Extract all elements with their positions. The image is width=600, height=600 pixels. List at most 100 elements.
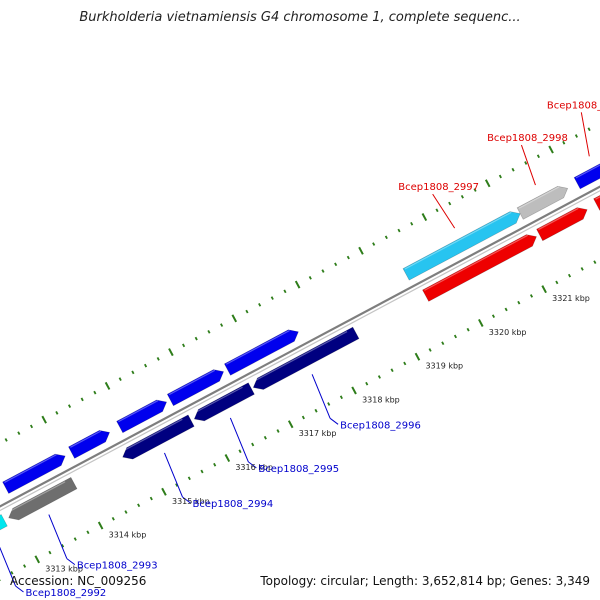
- tick-minor: [504, 307, 508, 312]
- gene-feature: [593, 195, 600, 211]
- tick-minor: [593, 260, 597, 264]
- tick-minor: [175, 483, 179, 487]
- tick-major: [478, 318, 484, 327]
- tick-major: [421, 213, 428, 222]
- gene-highlight: [70, 430, 102, 448]
- tick-minor: [276, 429, 280, 433]
- tick-label: 3313 kbp: [45, 564, 83, 573]
- label-leader: [520, 144, 536, 186]
- label-leader: [0, 546, 16, 587]
- gene-feature: [516, 185, 569, 220]
- tick-minor: [220, 323, 224, 327]
- tick-label: 3320 kbp: [489, 328, 527, 337]
- tick-minor: [23, 564, 27, 568]
- tick-minor: [460, 194, 464, 199]
- label-leader: [229, 417, 249, 463]
- tick-minor: [435, 208, 439, 213]
- tick-minor: [48, 550, 52, 555]
- label-leader: [432, 193, 456, 229]
- tick-minor: [511, 167, 515, 172]
- gene-feature: [536, 207, 588, 242]
- tick-major: [294, 280, 301, 289]
- tick-minor: [529, 294, 534, 298]
- label-leader: [15, 585, 24, 593]
- gene-feature: [8, 476, 78, 521]
- tick-minor: [555, 280, 559, 285]
- gene-feature: [223, 329, 299, 376]
- gene-highlight: [168, 369, 216, 396]
- tick-major: [358, 246, 364, 255]
- tick-minor: [131, 370, 135, 375]
- gene-feature: [166, 369, 225, 407]
- gene-feature: [193, 382, 255, 422]
- accession-label: Accession: NC_009256: [10, 574, 147, 588]
- gene-label: Bcep1808_2992: [26, 588, 107, 599]
- tick-major: [231, 314, 238, 323]
- gene-feature: [116, 399, 168, 434]
- tick-minor: [580, 267, 584, 271]
- gene-feature: [402, 211, 521, 281]
- label-leader: [48, 514, 68, 559]
- tick-minor: [448, 201, 452, 206]
- tick-minor: [473, 188, 477, 192]
- gene-feature: [122, 414, 195, 460]
- gene-label-leaders: [0, 112, 590, 593]
- tick-minor: [67, 404, 72, 408]
- tick-minor: [86, 530, 90, 535]
- gene-feature: [573, 163, 600, 190]
- tick-minor: [156, 357, 160, 361]
- tick-minor: [194, 336, 198, 341]
- gene-highlight: [4, 454, 57, 483]
- backbone-line: [0, 185, 600, 508]
- tick-minor: [498, 174, 502, 179]
- tick-minor: [251, 442, 255, 447]
- tick-label: 3319 kbp: [425, 362, 463, 371]
- tick-minor: [283, 289, 287, 294]
- tick-minor: [491, 314, 496, 319]
- tick-minor: [29, 424, 34, 429]
- tick-major: [168, 348, 174, 357]
- tick-label: 3314 kbp: [109, 531, 147, 540]
- tick-major: [414, 352, 421, 361]
- tick-minor: [61, 543, 65, 548]
- tick-minor: [536, 154, 540, 159]
- tick-minor: [238, 449, 242, 454]
- tick-minor: [562, 140, 566, 145]
- tick-minor: [346, 255, 350, 260]
- backbone-lines: [0, 185, 600, 512]
- tick-label: 3315 kbp: [172, 497, 210, 506]
- tick-minor: [213, 462, 217, 467]
- tick-major: [104, 381, 111, 390]
- tick-minor: [17, 431, 21, 435]
- tick-minor: [111, 516, 115, 521]
- gene-label: Bcep1808_2999: [547, 100, 600, 111]
- gene-label: Bcep1808_2994: [192, 499, 273, 510]
- tick-minor: [124, 510, 128, 514]
- gene-label: Bcep1808_2993: [77, 561, 158, 572]
- tick-major: [548, 145, 554, 154]
- tick-minor: [314, 408, 318, 413]
- gene-highlight: [7, 481, 66, 514]
- gene-feature: [2, 453, 66, 494]
- gene-label: Bcep1808_2995: [258, 464, 339, 475]
- gene-feature: [0, 514, 8, 531]
- tick-minor: [207, 330, 211, 334]
- tick-minor: [200, 469, 204, 474]
- tick-minor: [182, 343, 186, 348]
- tick-label: 3316 kbp: [235, 463, 273, 472]
- gene-features: [0, 163, 600, 531]
- tick-minor: [587, 127, 591, 132]
- label-leader: [580, 112, 590, 157]
- tick-minor: [397, 228, 401, 233]
- tick-minor: [149, 496, 153, 501]
- tick-minor: [55, 411, 59, 415]
- gene-highlight: [538, 207, 579, 231]
- gene-highlight: [118, 400, 159, 423]
- tick-minor: [453, 334, 458, 339]
- gene-highlight: [121, 418, 183, 453]
- tick-minor: [517, 300, 521, 305]
- label-leader: [329, 417, 339, 425]
- gene-label: Bcep1808_2997: [398, 182, 479, 193]
- tick-major: [287, 420, 294, 429]
- tick-minor: [118, 377, 122, 381]
